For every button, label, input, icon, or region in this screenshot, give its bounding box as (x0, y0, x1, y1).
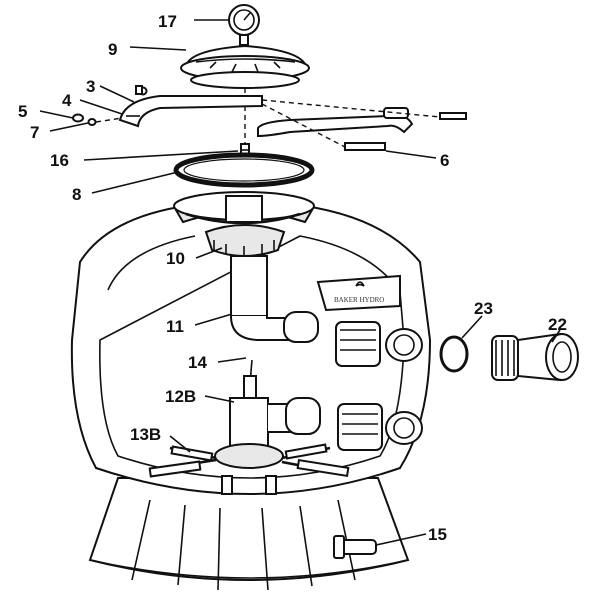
callout-6: 6 (440, 151, 449, 170)
callout-23: 23 (474, 299, 493, 318)
nut-guide (95, 117, 123, 123)
callout-10: 10 (166, 249, 185, 268)
callout-4: 4 (62, 91, 72, 110)
drain-plug (333, 535, 377, 559)
filter-tank (70, 191, 432, 591)
washer-5 (72, 113, 84, 123)
clamp-right (257, 107, 414, 138)
bolt-guide-bottom (261, 103, 346, 148)
lower-port (337, 403, 423, 451)
bolt-6 (344, 142, 386, 151)
callout-22: 22 (548, 315, 567, 334)
clamp-left (118, 85, 263, 128)
callout-15: 15 (428, 525, 447, 544)
leader-lines (39, 19, 561, 546)
callout-16: 16 (50, 151, 69, 170)
brand-plate: BAKER HYDRO (316, 274, 401, 312)
lower-collector (214, 397, 321, 469)
callout-17: 17 (158, 12, 177, 31)
callout-3: 3 (86, 77, 95, 96)
callout-13B: 13B (130, 425, 161, 444)
brand-logo-text: BAKER HYDRO (334, 296, 384, 304)
callout-14: 14 (188, 353, 207, 372)
callout-8: 8 (72, 185, 81, 204)
laterals (148, 443, 350, 495)
union-fitting (491, 332, 579, 382)
bolt-top (439, 112, 467, 120)
callout-11: 11 (166, 317, 184, 336)
callout-5: 5 (18, 102, 27, 121)
callout-12B: 12B (165, 387, 196, 406)
tank-o-ring (173, 152, 315, 188)
callout-labels: 17 9 3 4 5 7 16 6 8 10 11 14 12B 13B 15 … (18, 12, 567, 544)
callout-7: 7 (30, 123, 39, 142)
multiport-valve (180, 44, 310, 89)
callout-9: 9 (108, 40, 117, 59)
bolt-guide-top (261, 99, 441, 118)
pressure-gauge (228, 4, 260, 46)
upper-port (335, 321, 423, 367)
nut-7 (87, 118, 97, 126)
standpipe (230, 255, 319, 343)
upper-diffuser (204, 195, 286, 257)
air-tube-clip (243, 375, 257, 399)
union-o-ring (439, 335, 469, 373)
